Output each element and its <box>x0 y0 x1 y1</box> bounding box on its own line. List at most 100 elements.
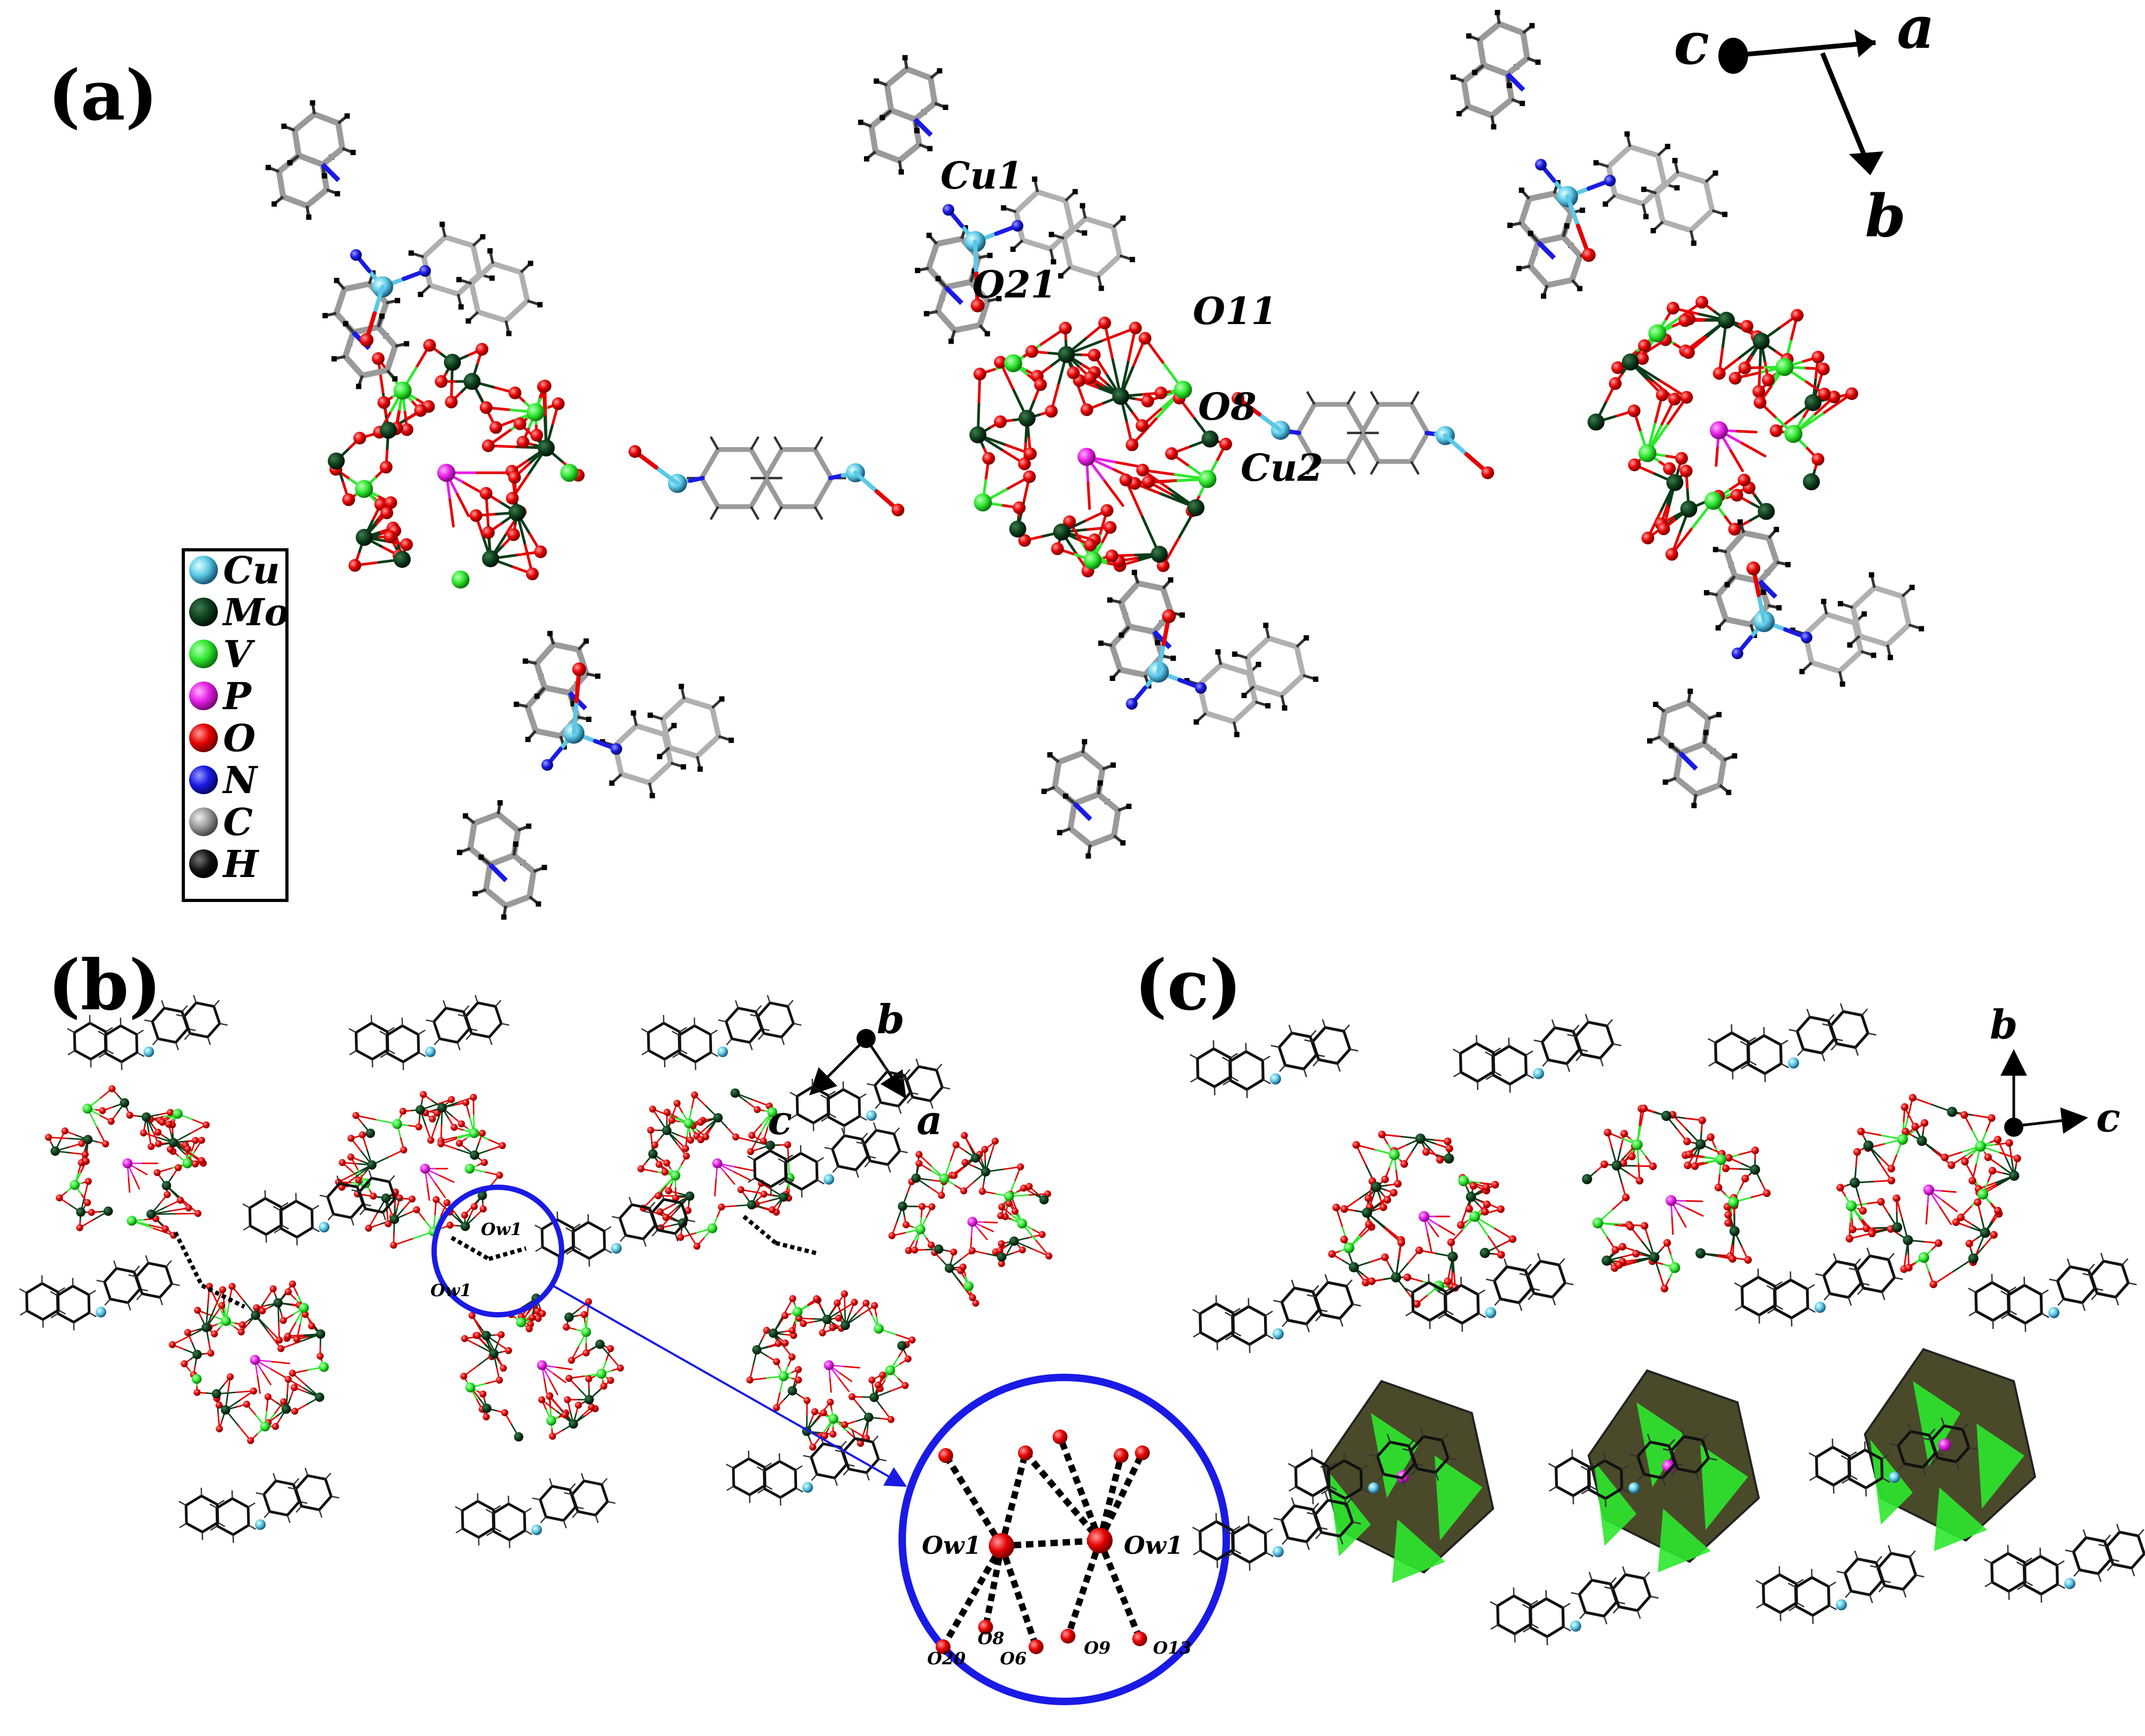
stick-ligand <box>1287 1428 1457 1508</box>
label-cu1: Cu1 <box>940 154 1023 198</box>
polyhedra-block <box>1321 1380 1495 1583</box>
axis-c-label-c: c <box>2096 1094 2121 1141</box>
keggin-cluster <box>460 1294 624 1442</box>
copper-complex <box>1041 569 1319 859</box>
label-o11: O11 <box>1193 289 1277 333</box>
organic-ligand <box>858 55 948 175</box>
label-ow1-top: Ow1 <box>481 1219 522 1239</box>
inset-label-ow1-right: Ow1 <box>1124 1531 1183 1560</box>
zoom-circle <box>431 1185 564 1317</box>
keggin-cluster <box>1328 1130 1516 1308</box>
label-ow1-bottom: Ow1 <box>430 1280 472 1300</box>
organic-ligand <box>322 270 410 389</box>
organic-ligand <box>1647 688 1737 809</box>
polyhedra-block <box>1587 1369 1760 1572</box>
inset-label-o6: O6 <box>1000 1648 1027 1669</box>
legend-n: N <box>222 758 259 802</box>
legend-h: H <box>222 842 259 886</box>
legend-o: O <box>223 716 256 760</box>
axis-indicator-b: b c a <box>768 996 943 1144</box>
keggin-cluster <box>888 1131 1053 1307</box>
stick-ligand <box>349 994 510 1070</box>
panel-a-label: (a) <box>48 55 158 136</box>
stick-ligand <box>1707 1003 1877 1083</box>
keggin-cluster <box>1582 1104 1771 1292</box>
inset-label-o13: O13 <box>1153 1638 1191 1658</box>
stick-ligand <box>19 1255 180 1331</box>
packing-view-b <box>19 994 1053 1548</box>
stick-ligand <box>455 1473 616 1548</box>
keggin-cluster <box>1836 1094 2021 1289</box>
organic-ligand <box>1450 10 1541 130</box>
bridging-ligand <box>629 436 904 520</box>
organic-ligand <box>265 100 356 220</box>
stick-ligand <box>1489 1566 1659 1646</box>
stick-ligand <box>242 1170 403 1246</box>
panel-c-label: (c) <box>1134 944 1242 1026</box>
keggin-cluster <box>168 1280 329 1444</box>
organic-ligand <box>513 631 601 750</box>
axis-c-label: c <box>1674 9 1709 78</box>
copper-complex <box>265 100 543 389</box>
bridging-ligand <box>1232 391 1494 479</box>
polyoxometalate-chain <box>265 10 1924 920</box>
legend-c: C <box>223 800 253 844</box>
stick-ligand <box>1192 1492 1361 1571</box>
inset-label-o9: O9 <box>1084 1638 1110 1658</box>
panel-b: (b) b c a Ow1 Ow1 Ow1 Ow1 O20 O8 O6 O9 O… <box>19 944 1230 1705</box>
stick-ligand <box>641 994 802 1070</box>
copper-complex <box>456 631 734 920</box>
label-cu2: Cu2 <box>1241 446 1323 490</box>
copper-complex <box>858 55 1135 344</box>
label-o21: O21 <box>972 262 1056 307</box>
stick-ligand <box>1734 1247 1903 1327</box>
legend-cu: Cu <box>223 548 280 592</box>
panel-b-label: (b) <box>48 944 162 1026</box>
stick-ligand <box>1189 1019 1359 1099</box>
stick-ligand <box>1404 1253 1574 1332</box>
organic-ligand <box>1041 739 1132 859</box>
stick-ligand <box>747 1122 908 1198</box>
legend-v: V <box>223 632 256 676</box>
legend-mo: Mo <box>222 590 289 634</box>
axis-b-label: b <box>1865 182 1906 250</box>
keggin-cluster <box>45 1085 210 1239</box>
stick-ligand <box>726 1430 887 1506</box>
keggin-cluster <box>327 339 585 589</box>
axis-b-label-b: b <box>877 996 904 1043</box>
label-o8: O8 <box>1198 385 1257 429</box>
axis-b-label-c: b <box>1990 1001 2017 1048</box>
axis-a-label: a <box>1897 0 1935 62</box>
keggin-cluster <box>969 317 1232 577</box>
stick-ligand <box>1548 1428 1717 1508</box>
stick-ligand <box>1983 1524 2145 1603</box>
keggin-cluster <box>746 1290 916 1451</box>
keggin-cluster <box>1587 295 1859 561</box>
copper-complex <box>1450 10 1728 299</box>
axis-indicator-c: b c <box>1990 1001 2121 1141</box>
hydrogen-bond-inset: Ow1 Ow1 O20 O8 O6 O9 O13 <box>898 1374 1230 1705</box>
stick-ligand <box>1968 1253 2137 1332</box>
axis-indicator-a: c a b <box>1674 0 1935 250</box>
stick-ligand <box>1192 1274 1361 1354</box>
organic-ligand <box>456 800 547 920</box>
stick-ligand <box>790 1058 951 1134</box>
keggin-cluster <box>335 1091 506 1249</box>
stick-ligand <box>67 994 228 1070</box>
stick-ligand <box>179 1467 340 1543</box>
inset-label-o20: O20 <box>927 1648 965 1669</box>
keggin-cluster <box>637 1088 795 1250</box>
organic-ligand <box>1703 519 1791 639</box>
stick-ligand <box>1452 1014 1622 1093</box>
legend-p: P <box>222 674 252 718</box>
panel-c: (c) b c <box>1134 944 2145 1646</box>
inset-label-ow1-left: Ow1 <box>922 1531 981 1560</box>
stick-ligand <box>1808 1417 1978 1497</box>
stick-ligand <box>1755 1545 1924 1624</box>
copper-complex <box>1647 519 1924 809</box>
inset-label-o8: O8 <box>978 1628 1004 1648</box>
polyhedra-block <box>1863 1348 2037 1551</box>
